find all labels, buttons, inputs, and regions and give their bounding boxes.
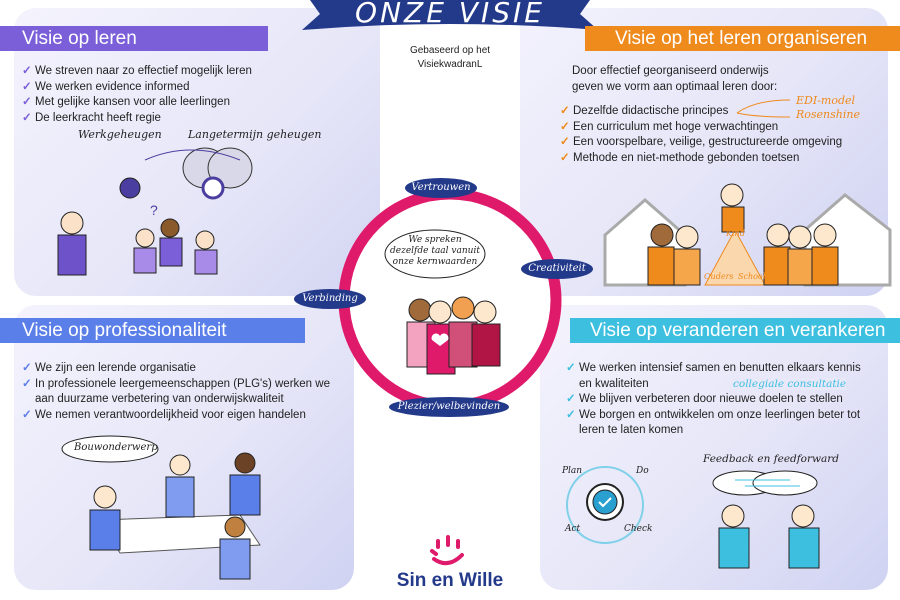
speech-line: onze kernwaarden <box>392 257 478 267</box>
heading-professionaliteit: Visie op professionaliteit <box>0 318 305 343</box>
list-item: ✓We werken evidence informed <box>22 80 322 96</box>
speech-line: dezelfde taal vanuit <box>390 246 480 256</box>
triangle-label-school: School <box>738 272 766 281</box>
label-collegiale-consultatie: collegiale consultatie <box>733 378 847 390</box>
list-item: ✓We zijn een lerende organisatie <box>22 361 342 377</box>
list-item: ✓Dezelfde didactische principes <box>560 104 890 120</box>
check-icon: ✓ <box>566 393 576 405</box>
list-item: ✓In professionele leergemeenschappen (PL… <box>22 377 342 408</box>
value-plezier: Plezier/welbevinden <box>389 397 509 417</box>
check-icon: ✓ <box>566 362 576 374</box>
value-creativiteit: Creativiteit <box>521 259 593 279</box>
item-text: Met gelijke kansen voor alle leerlingen <box>35 96 230 108</box>
subtitle-line: Gebaseerd op het <box>409 45 491 56</box>
check-icon: ✓ <box>560 105 570 117</box>
value-vertrouwen: Vertrouwen <box>405 178 477 198</box>
item-text: Dezelfde didactische principes <box>573 105 729 117</box>
list-item: ✓We blijven verbeteren door nieuwe doele… <box>566 392 866 408</box>
check-icon: ✓ <box>22 362 32 374</box>
list-item: ✓We streven naar zo effectief mogelijk l… <box>22 64 322 80</box>
check-icon: ✓ <box>560 151 570 164</box>
item-text: Een voorspelbare, veilige, gestructureer… <box>573 136 843 148</box>
triangle-label-kind: Kind <box>726 229 745 238</box>
check-icon: ✓ <box>22 80 32 93</box>
list-item: ✓Methode en niet-methode gebonden toetse… <box>560 151 890 167</box>
label-feedback: Feedback en feedforward <box>703 453 839 465</box>
logo-text: Sin en Wille <box>396 570 504 591</box>
arrow-icon <box>736 99 791 118</box>
list-veranderen: ✓We werken intensief samen en benutten e… <box>566 361 866 439</box>
value-verbinding: Verbinding <box>294 289 366 309</box>
pdca-do: Do <box>636 466 649 476</box>
item-text: Methode en niet-methode gebonden toetsen <box>573 151 800 164</box>
list-leren: ✓We streven naar zo effectief mogelijk l… <box>22 64 322 126</box>
list-item: ✓We nemen verantwoordelijkheid voor eige… <box>22 408 342 424</box>
label-rosenshine: Rosenshine <box>796 108 860 121</box>
core-values-circle <box>338 188 562 412</box>
triangle-label-ouders: Ouders <box>704 272 734 281</box>
page-title: ONZE VISIE <box>355 0 545 29</box>
heading-veranderen: Visie op veranderen en verankeren <box>570 318 900 343</box>
brain-illustration: ? <box>57 147 253 276</box>
check-icon: ✓ <box>560 136 570 148</box>
check-icon: ✓ <box>22 65 32 77</box>
intro-line: geven we vorm aan optimaal leren door: <box>572 80 778 93</box>
pdca-plan: Plan <box>562 466 583 476</box>
pdca-cycle <box>566 466 644 544</box>
item-text: In professionele leergemeenschappen (PLG… <box>35 377 330 406</box>
check-icon: ✓ <box>566 408 576 421</box>
speech-line: We spreken <box>408 235 462 245</box>
list-item: ✓Een voorspelbare, veilige, gestructuree… <box>560 135 890 151</box>
svg-text:?: ? <box>150 202 158 218</box>
clock-icon <box>201 176 225 200</box>
feedback-illustration <box>712 470 820 569</box>
subtitle-line: VisiekwadranL <box>417 59 483 70</box>
heart-icon <box>431 333 449 346</box>
item-text: We zijn een lerende organisatie <box>35 362 196 374</box>
check-icon: ✓ <box>22 96 32 108</box>
pdca-check: Check <box>624 524 653 534</box>
item-text: We streven naar zo effectief mogelijk le… <box>35 65 252 77</box>
list-professionaliteit: ✓We zijn een lerende organisatie ✓In pro… <box>22 361 342 423</box>
item-text: We nemen verantwoordelijkheid voor eigen… <box>35 408 306 421</box>
logo-hand-icon <box>430 535 464 566</box>
list-item: ✓Met gelijke kansen voor alle leerlingen <box>22 95 322 111</box>
title-ribbon <box>302 0 598 30</box>
meeting-illustration <box>61 435 261 580</box>
subtitle: Gebaseerd op het VisiekwadranL <box>380 44 520 72</box>
list-item: ✓De leerkracht heeft regie <box>22 111 322 127</box>
check-target-icon <box>592 489 618 515</box>
label-langetermijn: Langetermijn geheugen <box>188 128 322 141</box>
intro-organiseren: Door effectief georganiseerd onderwijs g… <box>572 64 777 95</box>
heading-leren: Visie op leren <box>0 26 268 51</box>
gear-icon <box>119 177 141 199</box>
item-text: We blijven verbeteren door nieuwe doelen… <box>579 393 843 405</box>
item-text: We werken intensief samen en benutten el… <box>579 362 861 390</box>
list-item: ✓Een curriculum met hoge verwachtingen <box>560 120 890 136</box>
label-werkgeheugen: Werkgeheugen <box>78 128 162 141</box>
check-icon: ✓ <box>22 408 32 421</box>
item-text: We borgen en ontwikkelen om onze leerlin… <box>579 408 861 437</box>
check-icon: ✓ <box>22 377 32 390</box>
heading-organiseren: Visie op het leren organiseren <box>585 26 900 51</box>
community-illustration <box>603 183 892 287</box>
list-item: ✓We werken intensief samen en benutten e… <box>566 361 866 392</box>
item-text: De leerkracht heeft regie <box>35 111 161 124</box>
speech-bubble: We spreken dezelfde taal vanuit onze ker… <box>385 235 485 268</box>
check-icon: ✓ <box>560 120 570 133</box>
intro-line: Door effectief georganiseerd onderwijs <box>572 65 769 77</box>
list-organiseren: ✓Dezelfde didactische principes ✓Een cur… <box>560 104 890 166</box>
bubble-bouwonderwerp: Bouwonderwerp <box>74 442 158 453</box>
check-icon: ✓ <box>22 111 32 124</box>
list-item: ✓We borgen en ontwikkelen om onze leerli… <box>566 408 866 439</box>
pdca-act: Act <box>565 524 581 534</box>
label-edi: EDI-model <box>796 94 856 107</box>
item-text: Een curriculum met hoge verwachtingen <box>573 120 779 133</box>
item-text: We werken evidence informed <box>35 80 190 93</box>
